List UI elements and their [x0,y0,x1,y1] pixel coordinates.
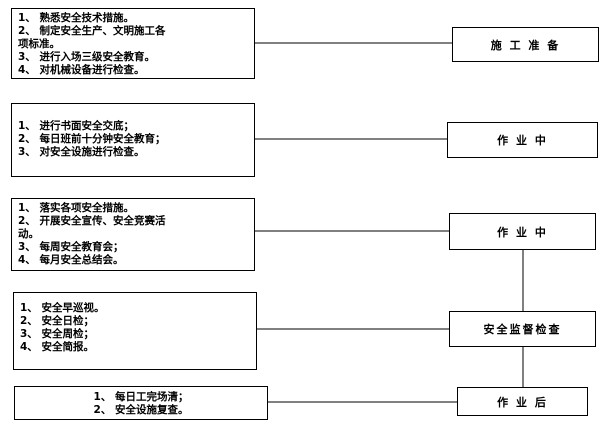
text-line: 1、 每日工完场清； [93,391,189,403]
text-line: 3、 对安全设施进行检查。 [18,146,145,158]
text-line: 1、 进行书面安全交底； [18,120,134,132]
text-line: 1、 熟悉安全技术措施。 [18,12,134,24]
text-line: 项标准。 [18,38,60,50]
text-line: 4、 对机械设备进行检查。 [18,64,145,76]
right-box-label: 作 业 中 [497,225,548,239]
text-line: 2、 开展安全宣传、安全竞赛活 [18,215,166,227]
text-line: 2、 每日班前十分钟安全教育； [18,133,166,145]
left-box-row-3: 1、 落实各项安全措施。 2、 开展安全宣传、安全竞赛活 动。 3、 每周安全教… [11,198,255,271]
text-line: 4、 每月安全总结会。 [18,254,124,266]
text-line: 动。 [18,228,39,240]
right-box-row-4: 安全监督检查 [449,311,596,347]
text-line: 1、 安全早巡视。 [20,302,105,314]
text-line: 2、 安全日检； [20,315,94,327]
text-line: 2、 制定安全生产、文明施工各 [18,25,166,37]
text-line: 3、 安全周检； [20,328,94,340]
text-line: 3、 进行入场三级安全教育。 [18,51,155,63]
right-box-row-2: 作 业 中 [447,122,598,158]
right-box-label: 作 业 后 [497,395,548,409]
right-box-label: 安全监督检查 [483,323,562,336]
text-line: 3、 每周安全教育会； [18,241,124,253]
right-box-row-5: 作 业 后 [457,387,588,416]
right-box-row-3: 作 业 中 [449,213,596,250]
right-box-label: 作 业 中 [497,134,548,147]
left-box-row-2: 1、 进行书面安全交底； 2、 每日班前十分钟安全教育； 3、 对安全设施进行检… [11,103,255,177]
left-box-row-4: 1、 安全早巡视。 2、 安全日检； 3、 安全周检； 4、 安全简报。 [13,292,257,370]
right-box-row-1: 施 工 准 备 [452,27,599,62]
text-line: 1、 落实各项安全措施。 [18,202,134,214]
left-box-row-1: 1、 熟悉安全技术措施。 2、 制定安全生产、文明施工各 项标准。 3、 进行入… [11,8,255,79]
left-box-row-5: 1、 每日工完场清； 2、 安全设施复查。 [14,386,268,420]
text-line: 2、 安全设施复查。 [93,404,189,416]
text-line: 4、 安全简报。 [20,341,94,353]
right-box-label: 施 工 准 备 [490,38,561,52]
